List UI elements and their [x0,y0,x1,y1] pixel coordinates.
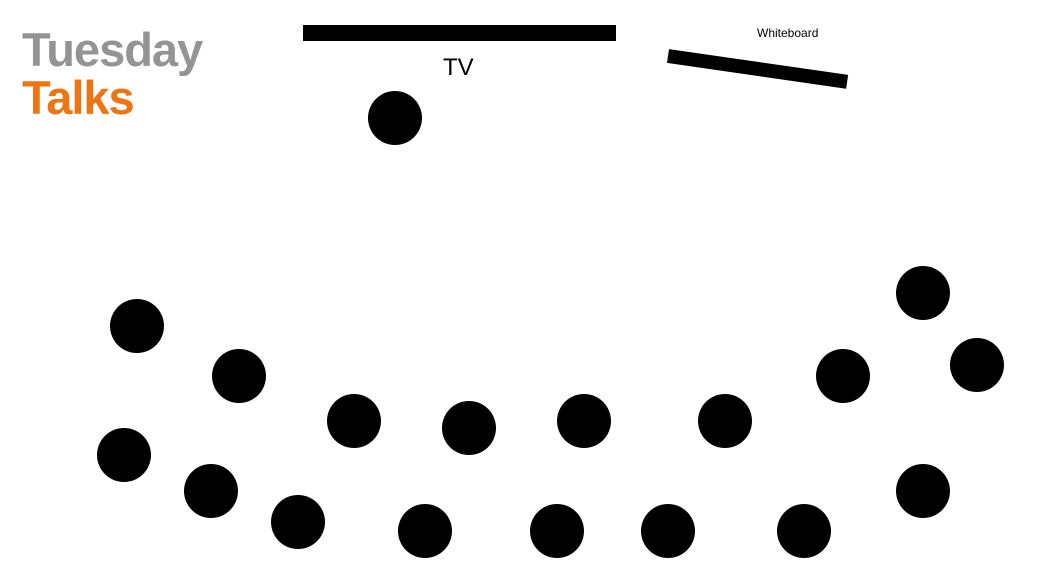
brand-logo: Tuesday Talks [22,23,203,124]
presenter-seat [368,91,422,145]
brand-title-line2: Talks [22,71,135,124]
audience-seat [398,504,452,558]
audience-seat [557,394,611,448]
audience-seat [271,495,325,549]
audience-seat [97,428,151,482]
audience-seat [212,349,266,403]
audience-seat [816,349,870,403]
audience-seat [184,464,238,518]
audience-seat [530,504,584,558]
audience-seat [641,504,695,558]
audience-seat [110,299,164,353]
tv-screen [303,25,616,41]
audience-seat [777,504,831,558]
audience-seat [896,464,950,518]
audience-seat [442,401,496,455]
tv-label: TV [443,54,474,81]
whiteboard-label: Whiteboard [757,26,819,40]
brand-title-line1: Tuesday [22,23,203,76]
audience-seat [950,338,1004,392]
audience-seat [698,394,752,448]
audience-seat [327,394,381,448]
whiteboard [667,49,849,89]
audience-seat [896,266,950,320]
